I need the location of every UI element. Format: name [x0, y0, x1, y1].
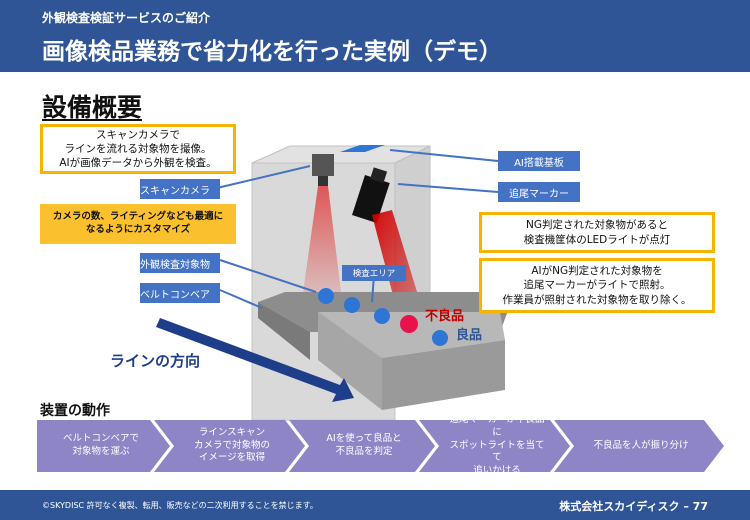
lighting-note: カメラの数、ライティングなども最適に なるようにカスタマイズ [40, 204, 236, 244]
page-title: 画像検品業務で省力化を行った実例（デモ） [42, 39, 502, 65]
step-shape-4 [419, 420, 570, 472]
step-4: 追尾マーカーが不良品に スポットライトを当てて 追いかける [449, 413, 545, 477]
steps-title: 装置の動作 [40, 403, 110, 419]
footer-company-page: 株式会社スカイディスク – 77 [559, 500, 708, 513]
conveyor-front [258, 302, 310, 360]
step-3: AIを使って良品と 不良品を判定 [326, 433, 402, 457]
step-shape-1 [37, 420, 170, 472]
label-defective: 不良品 [425, 309, 465, 324]
header-subtitle: 外観検査検証サービスのご紹介 [42, 11, 211, 25]
step-1: ベルトコンベアで 対象物を運ぶ [62, 433, 139, 457]
ai-board [340, 145, 385, 152]
product-defective [400, 315, 418, 333]
footer-bar [0, 490, 750, 520]
leader-lines [216, 149, 499, 309]
label-line-direction: ラインの方向 [110, 352, 201, 370]
marker-note: AIがNG判定された対象物を 追尾マーカーがライトで照射。 作業員が照射された対… [479, 258, 715, 313]
camera-beam [302, 186, 342, 300]
tracking-marker [352, 167, 390, 223]
label-ai-board: AI搭載基板 [498, 151, 580, 171]
label-belt-conveyor: ベルトコンベア [140, 283, 220, 303]
ng-led-note: NG判定された対象物があると 検査機筐体のLEDライトが点灯 [479, 212, 715, 253]
section-title: 設備概要 [42, 93, 143, 122]
line-direction-arrow [156, 318, 354, 402]
camera-note: スキャンカメラで ラインを流れる対象物を撮像。 AIが画像データから外観を検査。 [40, 124, 236, 174]
label-tracking-marker: 追尾マーカー [498, 182, 580, 202]
step-shape-3 [289, 420, 435, 472]
label-good: 良品 [456, 328, 483, 343]
step-5: 不良品を人が振り分け [593, 439, 689, 451]
header-bar [0, 0, 750, 72]
output-table [318, 312, 505, 358]
scan-camera [312, 154, 334, 176]
step-shape-2 [154, 420, 305, 472]
footer-copyright: ©SKYDISC 許可なく複製、転用、販売などの二次利用することを禁じます。 [42, 501, 318, 510]
label-inspection-target: 外観検査対象物 [140, 253, 220, 273]
step-2: ラインスキャン カメラで対象物の イメージを取得 [193, 426, 270, 464]
label-inspection-area: 検査エリア [342, 265, 406, 281]
label-scan-camera: スキャンカメラ [140, 179, 220, 199]
product-good [318, 288, 448, 346]
step-shape-5 [554, 420, 724, 472]
